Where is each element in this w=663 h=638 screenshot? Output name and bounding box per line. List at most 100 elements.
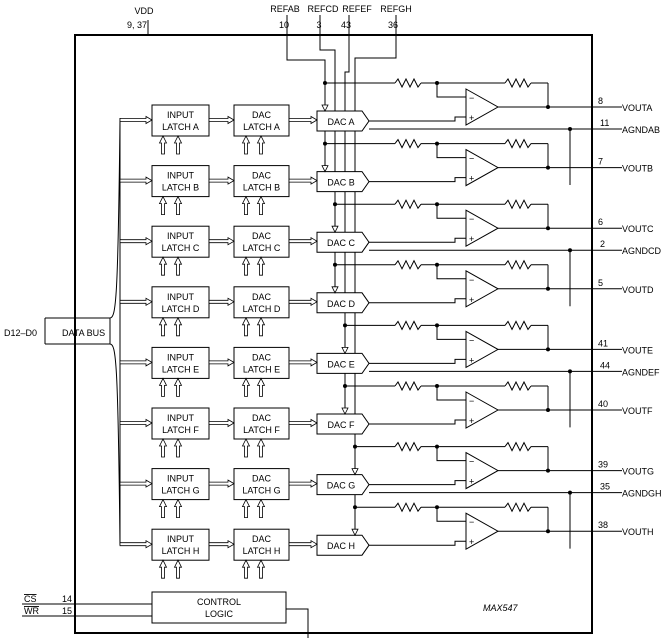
bus-to-input-latch-d	[119, 297, 153, 306]
resistor-fb-f	[504, 380, 532, 392]
op-amp-a-plus: +	[469, 113, 474, 123]
dac-e-block	[316, 352, 370, 374]
control-arrow-input-b-1	[158, 195, 168, 215]
input-latch-g-label-1: INPUT	[167, 474, 195, 484]
control-arrow-input-e-1	[158, 377, 168, 397]
dac-latch-b-label-2: LATCH B	[243, 183, 280, 193]
control-arrow-input-a-1	[158, 135, 168, 155]
op-amp-b-plus: +	[469, 174, 474, 184]
agnd-pin-agndcd: 2	[600, 239, 605, 249]
dac-e-label: DAC E	[327, 359, 355, 369]
output-node-b	[546, 165, 550, 170]
agnd-pin-agndgh: 35	[600, 482, 610, 492]
output-node-e	[546, 347, 550, 352]
ref-arrow-e	[341, 347, 349, 355]
input-latch-f	[151, 407, 210, 440]
ref-label-refgh: REFGH	[380, 4, 412, 14]
input-latch-f-label-2: LATCH F	[162, 425, 199, 435]
control-feedback	[286, 608, 309, 638]
inverting-wire-g	[436, 446, 466, 462]
control-logic-label-2: LOGIC	[205, 609, 234, 619]
wr-label: WR	[24, 606, 39, 616]
control-arrow-input-h-1	[158, 559, 168, 579]
output-node-d	[546, 286, 550, 291]
control-logic: CONTROL LOGIC CS WR 14 15	[22, 591, 309, 638]
control-arrow-input-h-2	[173, 559, 183, 579]
control-logic-block	[151, 591, 287, 624]
bus-to-input-latch-h	[119, 540, 153, 549]
dac-out-wire-d	[369, 298, 466, 304]
bus-to-input-latch-b	[119, 176, 153, 185]
input-latch-e-label-2: LATCH E	[162, 364, 199, 374]
ref-pin-refab: 10	[279, 20, 289, 30]
dac-latch-e	[233, 346, 290, 379]
control-logic-label-1: CONTROL	[197, 597, 241, 607]
dac-latch-g	[233, 468, 290, 501]
output-node-c	[546, 226, 550, 231]
dac-b-block	[316, 171, 370, 193]
output-label-d: VOUTD	[622, 285, 654, 295]
output-label-a: VOUTA	[622, 103, 652, 113]
dac-out-wire-b	[369, 177, 466, 183]
dac-latch-f	[233, 407, 290, 440]
dac-latch-d-label-1: DAC	[252, 292, 272, 302]
input-to-dac-latch-h	[208, 540, 235, 549]
output-pin-a: 8	[598, 96, 603, 106]
dac-latch-a	[233, 104, 290, 137]
input-latch-a-label-1: INPUT	[167, 110, 195, 120]
input-latch-a-label-2: LATCH A	[162, 122, 199, 132]
dac-c-block	[316, 231, 370, 253]
output-label-f: VOUTF	[622, 406, 653, 416]
control-arrow-dac-h-2	[256, 559, 266, 579]
agnd-label-agndab: AGNDAB	[622, 125, 660, 135]
dac-latch-h-label-2: LATCH H	[243, 546, 281, 556]
control-arrow-dac-a-2	[256, 135, 266, 155]
resistor-in-g	[394, 441, 422, 452]
dac-latch-c	[233, 225, 290, 258]
input-latch-g	[151, 468, 210, 501]
dac-latch-c-label-2: LATCH C	[243, 243, 281, 253]
op-amp-f	[465, 391, 500, 429]
cs-label: CS	[24, 594, 37, 604]
ref-label-refef: REFEF	[342, 4, 372, 14]
dac-h-label: DAC H	[327, 541, 355, 551]
op-amp-c-plus: +	[469, 234, 474, 244]
dac-latch-f-label-2: LATCH F	[243, 425, 280, 435]
control-arrow-dac-d-1	[241, 316, 251, 337]
dac-latch-g-label-2: LATCH G	[242, 486, 280, 496]
dac-latch-b-label-1: DAC	[252, 171, 272, 181]
dac-out-wire-c	[369, 237, 466, 243]
dac-latch-a-label-1: DAC	[252, 110, 272, 120]
dac-c-label: DAC C	[327, 238, 356, 248]
control-arrow-dac-g-2	[256, 498, 266, 518]
inverting-wire-f	[436, 386, 466, 401]
bus-to-input-latch-f	[119, 418, 153, 428]
output-label-c: VOUTC	[622, 224, 654, 234]
input-latch-g-label-2: LATCH G	[161, 486, 199, 496]
bus-to-input-latch-g	[119, 479, 153, 488]
op-amp-g-plus: +	[469, 477, 474, 487]
dac-h-block	[316, 534, 370, 556]
control-arrow-dac-c-1	[241, 256, 251, 276]
dac-latch-e-label-2: LATCH E	[243, 364, 280, 374]
output-label-h: VOUTH	[622, 527, 654, 537]
dac-latch-to-dac-b	[288, 176, 318, 185]
control-arrow-dac-f-2	[256, 438, 266, 458]
ref-arrow-b	[321, 165, 329, 173]
control-arrow-input-f-2	[173, 438, 183, 458]
dac-latch-c-label-1: DAC	[252, 231, 272, 241]
control-arrow-dac-e-2	[256, 377, 266, 397]
dac-a-block	[316, 110, 370, 132]
resistor-in-a	[394, 77, 422, 89]
data-bus-label: DATA BUS	[62, 328, 105, 338]
input-to-dac-latch-e	[208, 358, 235, 367]
op-amp-h-plus: +	[469, 537, 474, 547]
op-amp-b	[465, 148, 500, 187]
ref-arrow-g	[351, 468, 359, 476]
dac-latch-e-label-1: DAC	[252, 352, 272, 362]
